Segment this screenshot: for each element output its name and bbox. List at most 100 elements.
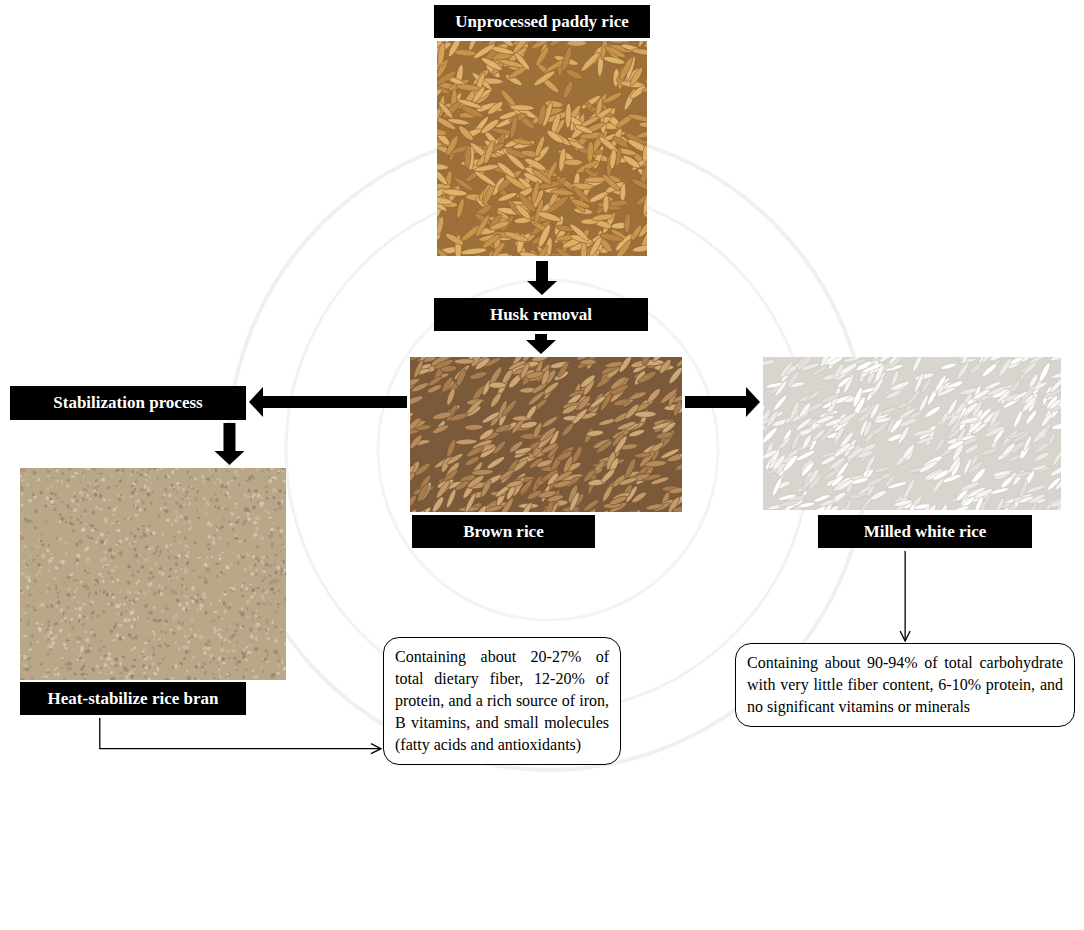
- bran-speck: [181, 622, 185, 626]
- white-grain: [1037, 361, 1052, 383]
- bran-speck: [196, 489, 200, 494]
- brown-grain: [471, 504, 488, 512]
- white-grain: [1018, 479, 1030, 498]
- bran-speck: [45, 669, 50, 673]
- bran-speck: [55, 587, 58, 590]
- bran-speck: [97, 537, 99, 539]
- bran-speck: [236, 660, 241, 664]
- white-grain: [946, 455, 962, 475]
- bran-speck: [121, 468, 125, 473]
- bran-speck: [36, 554, 40, 556]
- bran-speck: [255, 515, 261, 521]
- bran-speck: [186, 676, 191, 680]
- white-grain: [893, 499, 913, 508]
- bran-speck: [152, 491, 154, 494]
- bran-speck: [211, 473, 214, 478]
- bran-speck: [81, 659, 85, 663]
- bran-speck: [47, 475, 50, 477]
- white-grain: [819, 357, 832, 368]
- bran-speck: [260, 470, 265, 473]
- bran-speck: [78, 539, 83, 544]
- white-grain: [790, 431, 803, 451]
- bran-speck: [261, 666, 264, 669]
- bran-speck: [236, 560, 240, 565]
- bran-speck: [124, 537, 129, 542]
- bran-speck: [128, 542, 134, 548]
- brown-grain: [479, 479, 493, 499]
- bran-speck: [53, 634, 58, 639]
- bran-speck: [264, 485, 268, 488]
- white-grain: [959, 415, 980, 425]
- bran-speck: [232, 622, 235, 625]
- bran-speck: [158, 570, 162, 574]
- bran-speck: [131, 625, 134, 629]
- paddy-grain: [613, 238, 633, 256]
- bran-speck: [245, 645, 249, 649]
- bran-speck: [267, 601, 269, 603]
- bran-speck: [180, 568, 182, 570]
- bran-speck: [192, 655, 195, 659]
- bran-speck: [39, 490, 43, 495]
- bran-speck: [164, 655, 167, 658]
- bran-speck: [92, 488, 97, 493]
- bran-speck: [137, 528, 140, 531]
- white-grain: [1024, 409, 1038, 425]
- paddy-grain: [496, 41, 516, 49]
- white-grain: [778, 499, 798, 508]
- bran-speck: [170, 483, 175, 487]
- paddy-grain: [645, 113, 647, 132]
- bran-speck: [122, 602, 126, 606]
- bran-speck: [124, 610, 127, 613]
- paddy-grain: [533, 135, 546, 158]
- paddy-grain: [561, 80, 575, 99]
- bran-speck: [116, 520, 120, 523]
- brown-grain: [548, 510, 564, 512]
- bran-speck: [235, 665, 238, 669]
- bran-speck: [279, 572, 283, 576]
- bran-speck: [64, 616, 67, 620]
- bran-speck: [218, 628, 223, 632]
- white-grain: [906, 388, 923, 406]
- white-grain: [1017, 495, 1034, 505]
- bran-speck: [227, 657, 230, 660]
- white-grain: [1029, 357, 1045, 360]
- brown-grain: [410, 508, 418, 512]
- bran-speck: [183, 634, 187, 639]
- brown-grain: [598, 417, 616, 427]
- bran-speck: [20, 533, 21, 537]
- paddy-grain: [637, 41, 647, 48]
- white-rice-photo: [763, 357, 1061, 510]
- brown-grain: [524, 404, 538, 421]
- brown-grain: [536, 458, 554, 469]
- bran-speck: [192, 468, 196, 469]
- bran-speck: [256, 545, 259, 548]
- bran-speck: [259, 628, 261, 631]
- bran-speck: [77, 503, 81, 507]
- bran-speck: [189, 525, 194, 530]
- bran-speck: [262, 669, 266, 673]
- white-grain: [1048, 397, 1061, 411]
- bran-speck: [147, 617, 150, 620]
- white-grain: [1004, 502, 1016, 510]
- bran-speck: [109, 629, 114, 634]
- bran-speck: [274, 554, 277, 557]
- bran-speck: [132, 569, 134, 571]
- white-grain: [857, 357, 875, 358]
- bran-speck: [134, 597, 139, 601]
- bran-speck: [98, 672, 101, 674]
- bran-speck: [250, 644, 252, 646]
- paddy-grain: [534, 45, 551, 67]
- bran-speck: [148, 611, 153, 616]
- white-grain: [960, 357, 973, 365]
- white-grain: [990, 486, 1009, 495]
- white-grain: [938, 503, 949, 510]
- brown-grain: [586, 429, 604, 437]
- bran-speck: [80, 580, 83, 583]
- white-grain: [873, 416, 891, 424]
- bran-speck: [134, 514, 138, 516]
- bran-speck: [47, 543, 52, 548]
- brown-grain: [650, 357, 670, 358]
- bran-speck: [264, 649, 268, 654]
- bran-speck: [254, 563, 257, 567]
- brown-grain: [440, 365, 457, 373]
